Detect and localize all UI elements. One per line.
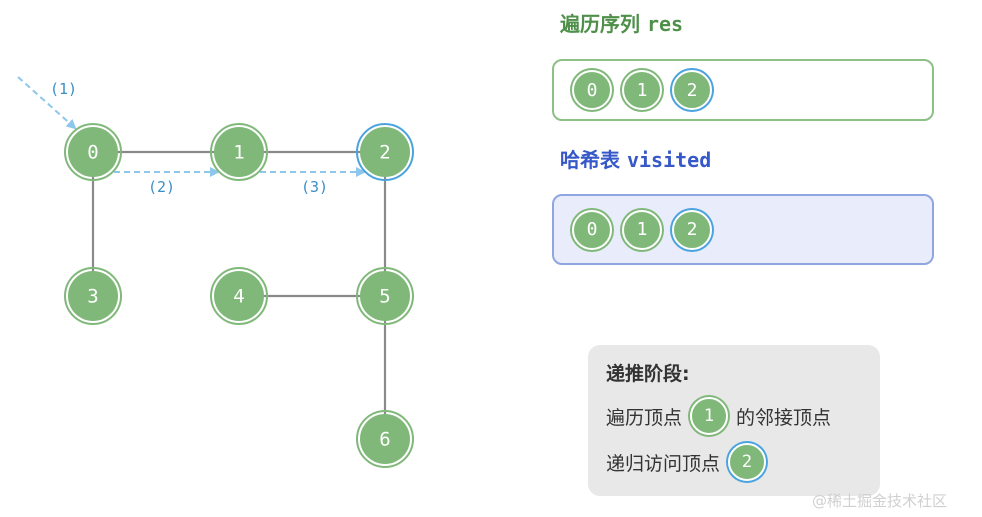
node-circle [360,271,410,321]
node-ring [356,410,414,468]
node-circle [214,271,264,321]
node-label: 0 [87,142,98,164]
res-item: 0 [572,70,612,110]
graph-node-3: 3 [64,267,122,325]
node-label: 2 [379,142,390,164]
phase-line2-node: 2 [728,443,767,481]
node-ring [210,267,268,325]
res-title-code: res [646,12,684,36]
graph-node-6: 6 [356,410,414,468]
res-sequence-box: 0 1 2 [552,59,934,121]
node-circle [68,127,118,177]
node-label: 6 [379,429,390,451]
visited-title-cn: 哈希表 [560,148,620,172]
res-item-current: 2 [672,70,712,110]
graph-node-1: 1 [210,123,268,181]
node-ring [356,123,414,181]
node-circle [214,127,264,177]
visited-item: 1 [622,209,662,250]
node-label: 3 [87,286,98,308]
res-item: 1 [622,70,662,110]
step-label-1: (1) [50,80,77,98]
phase-line1-suffix: 的邻接顶点 [736,406,832,429]
graph-node-0: 0 [64,123,122,181]
node-circle [360,414,410,464]
node-label: 4 [233,286,244,308]
phase-line1-prefix: 遍历顶点 [606,406,683,429]
node-label: 5 [379,286,390,308]
node-ring [210,123,268,181]
graph-node-4: 4 [210,267,268,325]
watermark: @稀土掘金技术社区 [812,492,948,510]
phase-card: 递推阶段: 遍历顶点 1 的邻接顶点 递归访问顶点 2 [588,345,880,496]
res-title: 遍历序列 res [560,8,683,37]
res-title-cn: 遍历序列 [560,12,640,36]
step-label-3: (3) [301,178,328,196]
visited-set-box: 0 1 2 [552,194,934,265]
graph-node-2: 2 [356,123,414,181]
step-label-2: (2) [148,178,175,196]
node-label: 1 [233,142,244,164]
node-ring [356,267,414,325]
phase-title: 递推阶段: [606,363,690,385]
node-circle [68,271,118,321]
visited-title: 哈希表 visited [560,144,711,173]
phase-line-2: 递归访问顶点 2 [606,442,862,482]
phase-line-1: 遍历顶点 1 的邻接顶点 [606,396,862,436]
step-arrow-1 [17,76,77,130]
graph-diagram: (1) (2) (3) 0 1 2 3 4 5 6 [17,76,414,468]
node-ring [64,123,122,181]
phase-line2-prefix: 递归访问顶点 [606,452,721,475]
node-circle [360,127,410,177]
visited-item-current: 2 [672,209,712,250]
node-ring [64,267,122,325]
phase-line1-node: 1 [690,397,729,435]
visited-item: 0 [572,209,612,250]
graph-node-5: 5 [356,267,414,325]
visited-title-code: visited [626,148,712,172]
